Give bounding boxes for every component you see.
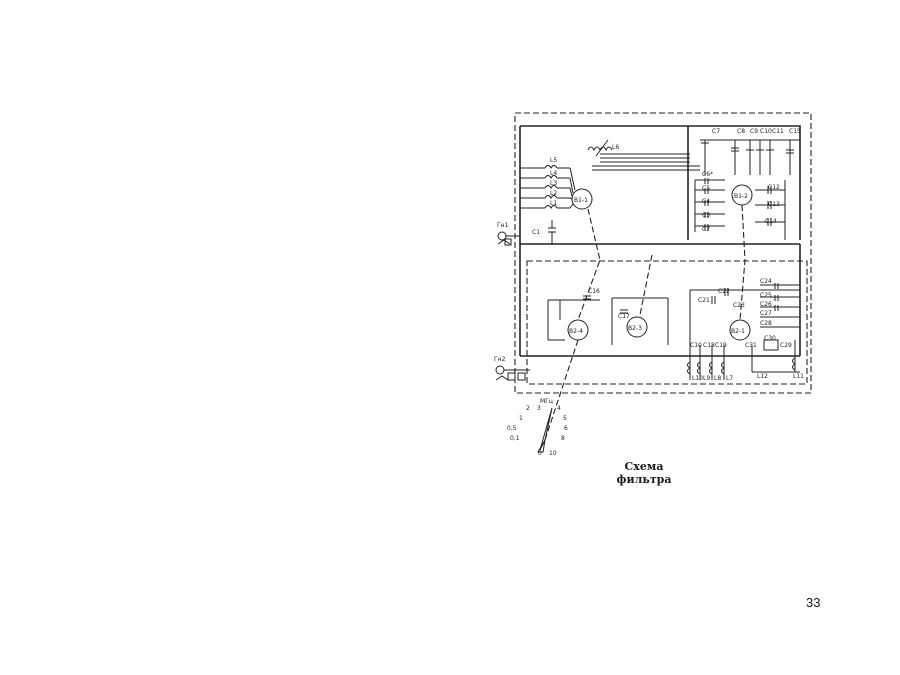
svg-text:L1: L1 [550, 200, 557, 207]
svg-text:C17: C17 [618, 313, 630, 320]
svg-text:B1-2: B1-2 [734, 193, 748, 200]
svg-text:МГц: МГц [540, 398, 553, 405]
svg-text:B2-1: B2-1 [731, 328, 745, 335]
svg-text:L2: L2 [550, 190, 557, 197]
svg-text:C3: C3 [702, 212, 710, 219]
capacitors-c12-c14: C12 C13 C14 [755, 180, 786, 240]
svg-text:L10: L10 [692, 375, 703, 382]
svg-text:Гн1: Гн1 [497, 222, 509, 229]
svg-text:C10: C10 [760, 128, 772, 135]
figure-caption: Схема фильтра [616, 460, 672, 486]
svg-text:C2: C2 [702, 226, 710, 233]
switch-b2-3: B2-3 C17 [611, 297, 669, 345]
svg-text:3: 3 [537, 405, 541, 412]
svg-text:C8: C8 [737, 128, 745, 135]
svg-text:L12: L12 [757, 373, 768, 380]
svg-text:0,5: 0,5 [507, 425, 517, 432]
top-right-capacitor-bank: C7 C8 C9 C10 C11 C15 [700, 128, 801, 175]
svg-text:C28: C28 [760, 320, 772, 327]
left-inductor-bank: L5 L4 L3 L2 L1 [520, 157, 570, 209]
svg-text:C13: C13 [768, 201, 780, 208]
switch-linkage [544, 204, 746, 441]
svg-text:5: 5 [563, 415, 567, 422]
svg-text:C24: C24 [760, 278, 772, 285]
svg-text:C29: C29 [780, 342, 792, 349]
svg-text:1: 1 [519, 415, 523, 422]
svg-text:10: 10 [549, 450, 557, 457]
svg-text:C16: C16 [588, 288, 600, 295]
svg-text:C5: C5 [702, 185, 710, 192]
svg-text:0,1: 0,1 [510, 435, 520, 442]
svg-text:B2-4: B2-4 [569, 328, 583, 335]
svg-text:C21: C21 [698, 297, 710, 304]
svg-text:L5: L5 [550, 157, 557, 164]
svg-text:L7: L7 [726, 375, 733, 382]
svg-text:C9: C9 [750, 128, 758, 135]
svg-text:C11: C11 [772, 128, 784, 135]
svg-text:L8: L8 [714, 375, 721, 382]
svg-text:C22: C22 [718, 288, 730, 295]
output-stage: C31 C30 C29 L12 L11 [745, 335, 804, 380]
switch-b2-4: B2-4 C16 [547, 288, 600, 341]
svg-text:C18: C18 [703, 342, 715, 349]
switch-b1-2: B1-2 [731, 184, 753, 206]
svg-text:C25: C25 [760, 292, 772, 299]
svg-text:L3: L3 [550, 180, 557, 187]
svg-text:C30: C30 [764, 335, 776, 342]
svg-text:C15: C15 [789, 128, 801, 135]
top-rails [592, 153, 700, 171]
svg-text:C10: C10 [690, 342, 702, 349]
svg-text:C26: C26 [760, 301, 772, 308]
mid-bus [519, 244, 801, 357]
frequency-dial: МГц 0 0,1 0,5 1 2 3 4 5 6 8 10 [507, 398, 568, 457]
svg-text:8: 8 [561, 435, 565, 442]
svg-text:4: 4 [557, 405, 561, 412]
capacitor-c1 [548, 220, 556, 244]
inner-shield [526, 260, 808, 385]
svg-text:C12: C12 [768, 184, 780, 191]
top-bus [519, 125, 801, 245]
capacitors-c2-c6: C6* C5 C4 C3 C2 [694, 171, 725, 233]
input-connector: Гн1 [497, 222, 520, 246]
capacitors-c21-c28: C21 C22 C23 C24 C25 C26 C27 C28 [689, 278, 800, 345]
svg-text:Гн2: Гн2 [494, 356, 506, 363]
svg-text:C27: C27 [760, 310, 772, 317]
svg-text:C7: C7 [712, 128, 720, 135]
output-connector: Гн2 [494, 356, 530, 381]
bottom-inductor-bank: C10 C18 C19 L10 L9 L8 L7 [687, 342, 733, 382]
inductor-l6 [587, 139, 613, 157]
svg-text:C6*: C6* [702, 171, 713, 178]
svg-text:C4: C4 [702, 198, 710, 205]
switch-b1-1: B1-1 [569, 167, 593, 210]
svg-text:B2-3: B2-3 [628, 325, 642, 332]
svg-text:L11: L11 [793, 373, 804, 380]
svg-text:L4: L4 [550, 170, 557, 177]
svg-text:C1: C1 [532, 229, 540, 236]
svg-text:B1-1: B1-1 [574, 197, 588, 204]
switch-b2-1: B2-1 [729, 319, 751, 341]
svg-text:L9: L9 [703, 375, 710, 382]
svg-text:C23: C23 [733, 302, 745, 309]
svg-text:C31: C31 [745, 342, 757, 349]
svg-text:C19: C19 [715, 342, 727, 349]
svg-text:0: 0 [538, 450, 542, 457]
outer-shield [514, 112, 812, 394]
svg-text:6: 6 [564, 425, 568, 432]
page-number: 33 [806, 595, 821, 610]
label-l6: L6 [612, 144, 619, 151]
svg-text:C14: C14 [765, 218, 777, 225]
svg-text:2: 2 [526, 405, 530, 412]
